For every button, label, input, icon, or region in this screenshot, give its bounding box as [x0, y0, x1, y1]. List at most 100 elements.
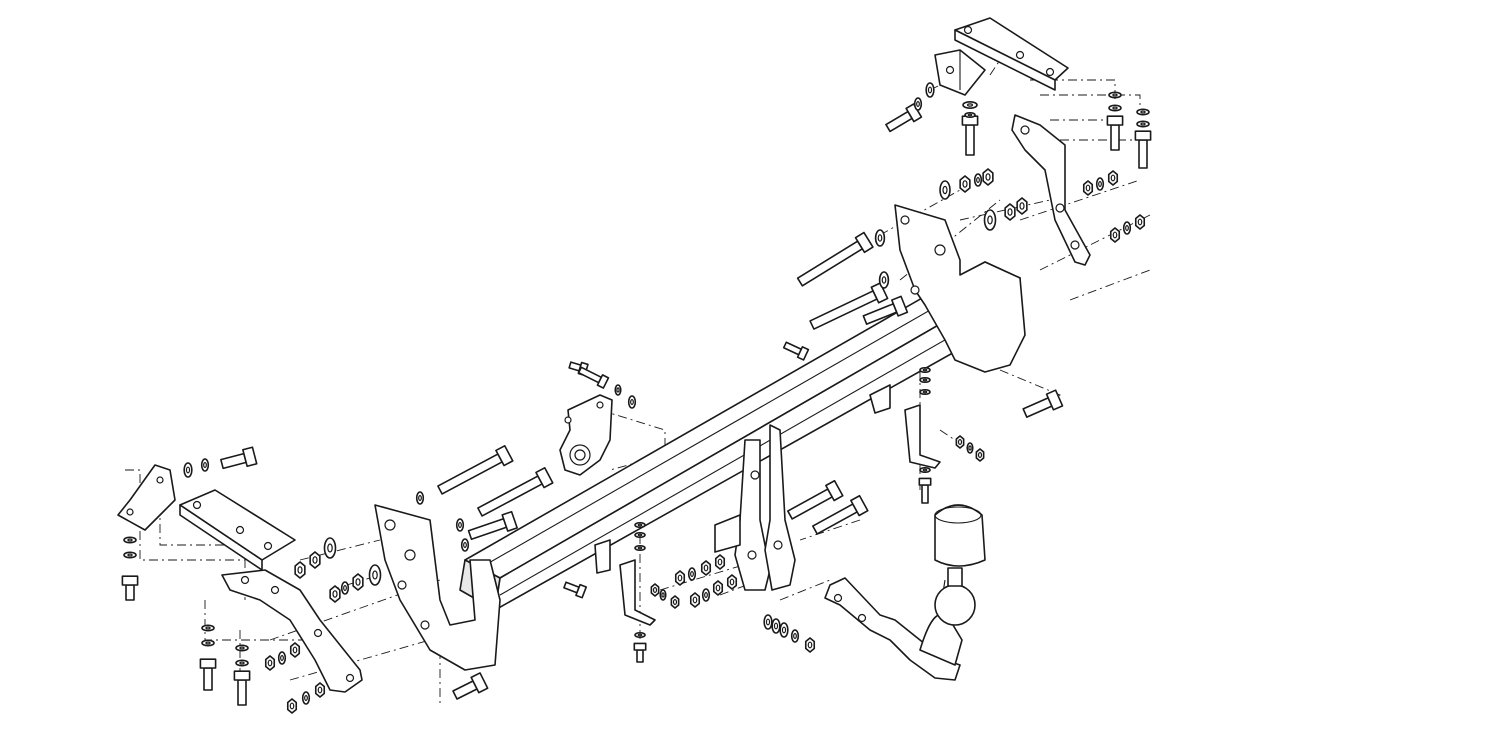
washer-hole [1140, 122, 1146, 126]
nut-hole [292, 646, 298, 654]
nut-hole [692, 596, 698, 604]
washer-hole [205, 626, 211, 630]
washer-hole [1125, 225, 1129, 232]
far-right-long-bracket [1011, 114, 1091, 266]
left-side-plate [374, 504, 501, 671]
bolt [220, 446, 258, 470]
nut-hole [1137, 218, 1143, 226]
bolt [918, 477, 932, 504]
bolt [437, 444, 514, 495]
nut-hole [962, 180, 968, 188]
nut-hole [717, 558, 723, 566]
bolt [885, 103, 923, 133]
bolt [862, 295, 909, 325]
washer-hole [690, 570, 694, 577]
washer-hole [922, 390, 928, 394]
washer-hole [205, 641, 211, 645]
washer-hole [704, 591, 708, 598]
nut-hole [312, 556, 318, 564]
nut-hole [297, 566, 303, 574]
nut-hole [977, 452, 983, 459]
nut-hole [677, 574, 683, 582]
washer-hole [239, 661, 245, 665]
washer-hole [967, 113, 973, 117]
washer-hole [343, 584, 347, 591]
washer-hole [942, 185, 948, 195]
top-right-angle-bracket [934, 49, 986, 96]
washer-hole [616, 387, 620, 393]
fastener-set [121, 82, 1152, 714]
bolt [796, 231, 874, 287]
washer-hole [927, 86, 933, 94]
nut-hole [715, 584, 721, 592]
washer-hole [327, 543, 333, 553]
bolt [199, 658, 217, 691]
washer-hole [372, 570, 378, 580]
washer-hole [966, 103, 974, 107]
washer-hole [881, 276, 887, 284]
washer-hole [280, 654, 284, 661]
washer-hole [630, 399, 634, 406]
washer-hole [922, 468, 928, 472]
washer-hole [765, 618, 771, 626]
washer-hole [922, 368, 928, 372]
nut-hole [1110, 174, 1116, 182]
bolt [452, 672, 489, 700]
bolt [563, 581, 588, 599]
bolt [1134, 130, 1152, 169]
washer-hole [637, 523, 643, 527]
bolt [809, 282, 889, 330]
washer-hole [976, 177, 980, 184]
nut-hole [729, 578, 735, 586]
small-l-bracket-centre [619, 559, 656, 626]
bolt [633, 642, 647, 663]
nut-hole [672, 598, 678, 605]
nut-hole [703, 564, 709, 572]
washer-hole [637, 533, 643, 537]
nut-hole [1019, 202, 1025, 210]
washer-hole [916, 100, 920, 107]
washer-hole [1112, 93, 1118, 97]
washer-hole [637, 633, 643, 637]
top-right-mounting-plate [954, 17, 1069, 91]
nut-hole [355, 578, 361, 586]
bolt [121, 575, 139, 601]
left-angle-bracket [117, 464, 176, 531]
nut-hole [957, 439, 963, 446]
washer-hole [185, 466, 191, 474]
washer-hole [637, 546, 643, 550]
washer-hole [127, 538, 133, 542]
small-l-bracket-right [869, 384, 941, 469]
washer-hole [1098, 181, 1102, 188]
socket-plate [559, 394, 613, 476]
tow-ball [934, 567, 976, 626]
centre-vertical-brackets [714, 424, 796, 591]
washer-hole [239, 646, 245, 650]
washer-hole [463, 541, 467, 548]
nut-hole [1085, 184, 1091, 192]
washer-hole [1112, 106, 1118, 110]
nut-hole [1112, 231, 1118, 239]
washer-hole [987, 215, 993, 225]
bolt [782, 341, 810, 361]
washer-hole [203, 462, 207, 469]
left-mounting-plate [179, 489, 296, 571]
washer-hole [781, 626, 787, 634]
small-l-bracket-left-centre [594, 539, 611, 574]
washer-hole [458, 521, 462, 528]
washer-hole [304, 694, 308, 701]
bolt [1106, 115, 1124, 151]
washer-hole [1140, 110, 1146, 114]
washer-hole [773, 622, 779, 630]
washer-hole [877, 234, 883, 242]
nut-hole [985, 173, 991, 181]
ball-cover [934, 504, 986, 567]
nut-hole [652, 586, 658, 593]
bolt [233, 670, 251, 706]
nut-hole [267, 659, 273, 667]
bolt [477, 466, 554, 517]
bolt [577, 366, 610, 389]
washer-hole [793, 632, 797, 639]
bolt [961, 115, 979, 156]
